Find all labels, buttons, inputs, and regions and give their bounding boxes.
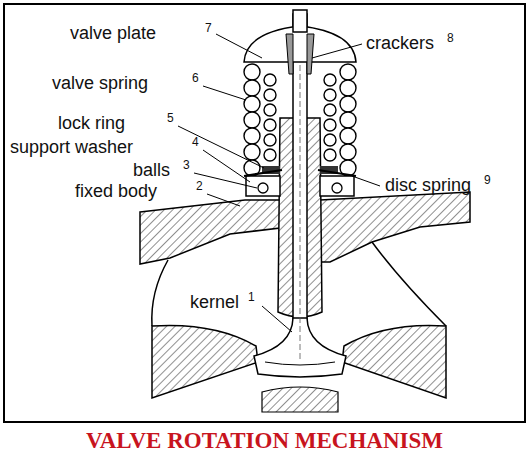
stem-tip — [293, 10, 307, 32]
spring-coil — [264, 149, 276, 161]
port-wall — [372, 242, 446, 326]
part-label: disc spring — [385, 176, 471, 194]
callout-number: 3 — [183, 159, 190, 171]
cylinder-head — [140, 200, 280, 264]
spring-coil — [324, 149, 336, 161]
part-label: crackers — [366, 34, 434, 52]
leader-line — [207, 194, 240, 206]
part-label: valve plate — [70, 24, 156, 42]
callout-number: 5 — [167, 112, 174, 124]
valve-spring — [244, 64, 356, 176]
part-label: lock ring — [58, 114, 125, 132]
port-floor — [262, 387, 338, 412]
lower-body — [342, 325, 446, 398]
leader-line — [312, 44, 362, 58]
spring-coil — [244, 144, 260, 160]
part-label: valve spring — [52, 74, 148, 92]
leader-line — [352, 176, 380, 186]
cylinder-head — [320, 192, 470, 262]
spring-coil — [340, 64, 356, 80]
spring-coil — [340, 128, 356, 144]
spring-coil — [264, 134, 276, 146]
ball — [332, 183, 342, 193]
support-washer — [320, 176, 354, 196]
spring-coil — [340, 96, 356, 112]
leader-lines — [178, 34, 380, 332]
spring-coil — [340, 112, 356, 128]
callout-number: 2 — [196, 180, 203, 192]
callout-number: 4 — [192, 136, 199, 148]
leader-line — [262, 306, 292, 332]
ball — [258, 183, 268, 193]
disc-spring — [244, 170, 356, 176]
part-label: kernel — [190, 293, 239, 311]
callout-number: 9 — [484, 174, 491, 186]
spring-coil — [324, 89, 336, 101]
part-label: support washer — [10, 138, 133, 156]
valve-head-edge — [265, 362, 335, 365]
part-label: fixed body — [75, 182, 157, 200]
figure-caption: VALVE ROTATION MECHANISM — [86, 429, 443, 452]
callout-number: 7 — [205, 22, 212, 34]
stem-axis — [300, 20, 301, 360]
leader-line — [216, 34, 262, 58]
callout-number: 6 — [192, 72, 199, 84]
callout-number: 1 — [248, 291, 255, 303]
spring-coil — [324, 74, 336, 86]
spring-coil — [264, 119, 276, 131]
spring-coil — [324, 134, 336, 146]
callout-number: 8 — [447, 32, 454, 44]
leader-line — [203, 86, 246, 100]
spring-coil — [324, 119, 336, 131]
spring-coil — [244, 64, 260, 80]
support-washer — [246, 176, 280, 196]
spring-coil — [340, 144, 356, 160]
leader-line — [194, 173, 257, 188]
spring-coil — [244, 80, 260, 96]
spring-coil — [324, 104, 336, 116]
spring-coil — [244, 128, 260, 144]
part-label: balls — [133, 161, 170, 179]
spring-coil — [264, 89, 276, 101]
frame-border — [4, 4, 525, 422]
spring-coil — [244, 96, 260, 112]
cracker — [286, 34, 314, 74]
lower-body — [152, 325, 258, 398]
spring-coil — [264, 104, 276, 116]
spring-coil — [264, 74, 276, 86]
spring-coil — [244, 112, 260, 128]
spring-coil — [340, 80, 356, 96]
port-wall — [152, 260, 168, 326]
